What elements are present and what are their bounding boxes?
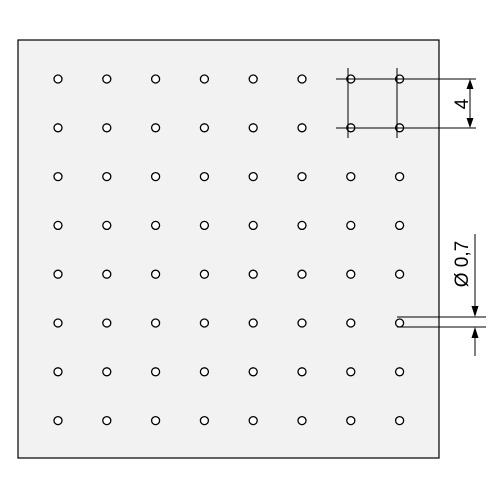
hole bbox=[297, 74, 307, 84]
hole bbox=[346, 415, 356, 426]
hole bbox=[394, 415, 405, 426]
hole bbox=[53, 220, 63, 231]
hole bbox=[248, 367, 258, 377]
hole bbox=[297, 415, 307, 426]
hole bbox=[199, 123, 210, 133]
hole bbox=[297, 367, 307, 377]
pitch-arrow-bottom bbox=[466, 118, 474, 128]
hole bbox=[248, 415, 258, 426]
hole bbox=[53, 415, 63, 426]
hole bbox=[248, 123, 258, 133]
pitch-label: 4 bbox=[452, 98, 473, 109]
hole bbox=[53, 269, 63, 279]
hole bbox=[150, 415, 161, 426]
hole bbox=[346, 269, 356, 279]
hole bbox=[297, 318, 307, 328]
diameter-arrow-top bbox=[471, 306, 479, 317]
hole bbox=[102, 220, 112, 231]
hole bbox=[346, 318, 356, 328]
hole bbox=[150, 171, 161, 182]
hole bbox=[394, 220, 405, 231]
hole bbox=[150, 269, 161, 279]
hole bbox=[53, 171, 63, 182]
hole bbox=[150, 318, 161, 328]
hole bbox=[297, 269, 307, 279]
hole bbox=[394, 367, 405, 377]
hole bbox=[102, 123, 112, 133]
diameter-label: Ø 0,7 bbox=[452, 241, 473, 287]
hole bbox=[394, 269, 405, 279]
hole bbox=[248, 171, 258, 182]
hole bbox=[199, 318, 210, 328]
hole bbox=[102, 269, 112, 279]
hole bbox=[394, 318, 405, 328]
plate-outline bbox=[17, 39, 440, 459]
hole bbox=[53, 367, 63, 377]
hole bbox=[346, 171, 356, 182]
hole bbox=[297, 171, 307, 182]
hole bbox=[53, 318, 63, 328]
hole bbox=[297, 220, 307, 231]
hole bbox=[102, 171, 112, 182]
hole bbox=[199, 220, 210, 231]
diameter-dimension: Ø 0,7 bbox=[397, 234, 486, 356]
hole bbox=[394, 171, 405, 182]
hole bbox=[346, 367, 356, 377]
hole bbox=[102, 415, 112, 426]
hole bbox=[346, 220, 356, 231]
hole bbox=[53, 74, 63, 84]
hole bbox=[199, 415, 210, 426]
hole bbox=[199, 269, 210, 279]
hole bbox=[150, 220, 161, 231]
hole bbox=[248, 74, 258, 84]
hole bbox=[102, 367, 112, 377]
hole bbox=[102, 318, 112, 328]
hole bbox=[102, 74, 112, 84]
hole bbox=[150, 123, 161, 133]
hole bbox=[297, 123, 307, 133]
hole bbox=[248, 269, 258, 279]
diameter-arrow-bottom bbox=[471, 327, 479, 338]
hole bbox=[248, 220, 258, 231]
hole bbox=[199, 367, 210, 377]
hole bbox=[150, 74, 161, 84]
hole bbox=[150, 367, 161, 377]
hole bbox=[199, 171, 210, 182]
hole bbox=[199, 74, 210, 84]
pitch-arrow-top bbox=[466, 79, 474, 89]
hole bbox=[248, 318, 258, 328]
pitch-dimension: 4 bbox=[336, 68, 476, 138]
hole bbox=[53, 123, 63, 133]
